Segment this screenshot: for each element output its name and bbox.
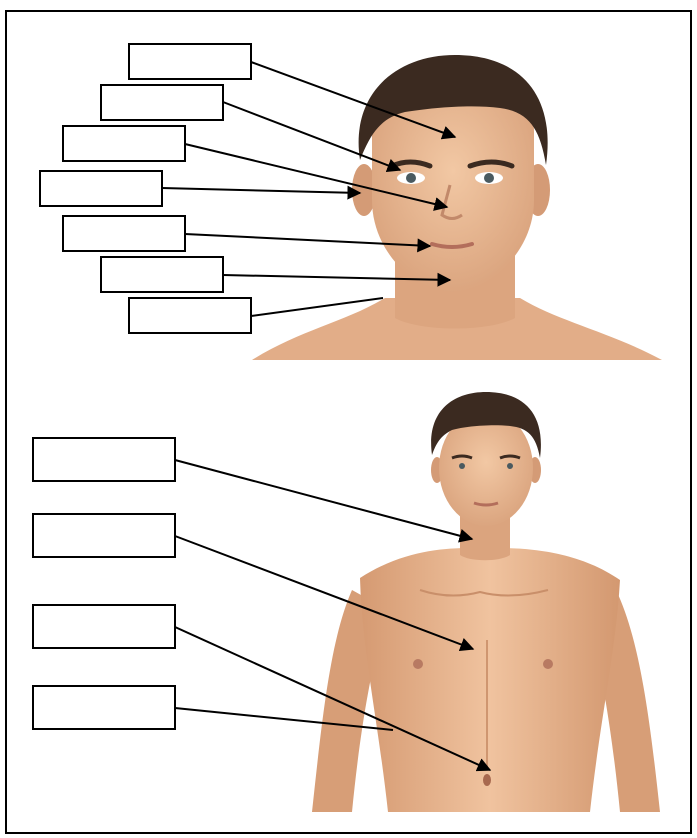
torso <box>360 548 620 812</box>
face-figure-shoulders <box>252 298 662 360</box>
face-label-box-3[interactable] <box>62 125 186 162</box>
leader-line-neck <box>250 297 384 317</box>
torso-label-box-4[interactable] <box>32 685 176 730</box>
leader-line-neck-lower <box>174 459 474 543</box>
face <box>372 72 534 292</box>
torso-figure-hair <box>431 392 541 458</box>
navel <box>483 774 491 786</box>
torso-label-box-3[interactable] <box>32 604 176 649</box>
torso-figure-face <box>439 410 533 526</box>
leader-line-chin <box>222 272 452 287</box>
face-label-box-6[interactable] <box>100 256 224 293</box>
face-label-box-5[interactable] <box>62 215 186 252</box>
face-figure <box>252 55 662 360</box>
hair <box>358 55 548 165</box>
torso-leader-lines <box>174 459 492 772</box>
leader-line-nose <box>184 143 449 211</box>
leader-line-arm <box>174 707 394 731</box>
collarbones <box>419 589 549 597</box>
leader-line-eye <box>222 101 402 173</box>
torso-label-box-1[interactable] <box>32 437 176 482</box>
torso-figure <box>312 392 660 812</box>
mouth <box>430 242 474 249</box>
torso-label-box-2[interactable] <box>32 513 176 558</box>
right-eyebrow <box>467 159 515 169</box>
leader-line-abdomen <box>174 626 492 772</box>
face-label-box-1[interactable] <box>128 43 252 80</box>
leader-line-mouth <box>184 233 432 253</box>
leader-line-forehead <box>250 61 457 140</box>
left-ear <box>352 164 376 216</box>
leader-line-ear <box>161 185 362 200</box>
right-nipple <box>543 659 553 669</box>
left-nipple <box>413 659 423 669</box>
face-label-box-2[interactable] <box>100 84 224 121</box>
face-label-box-7[interactable] <box>128 297 252 334</box>
face-label-box-4[interactable] <box>39 170 163 207</box>
nose <box>440 184 463 220</box>
leader-line-chest <box>174 535 475 652</box>
face-leader-lines <box>161 61 457 317</box>
